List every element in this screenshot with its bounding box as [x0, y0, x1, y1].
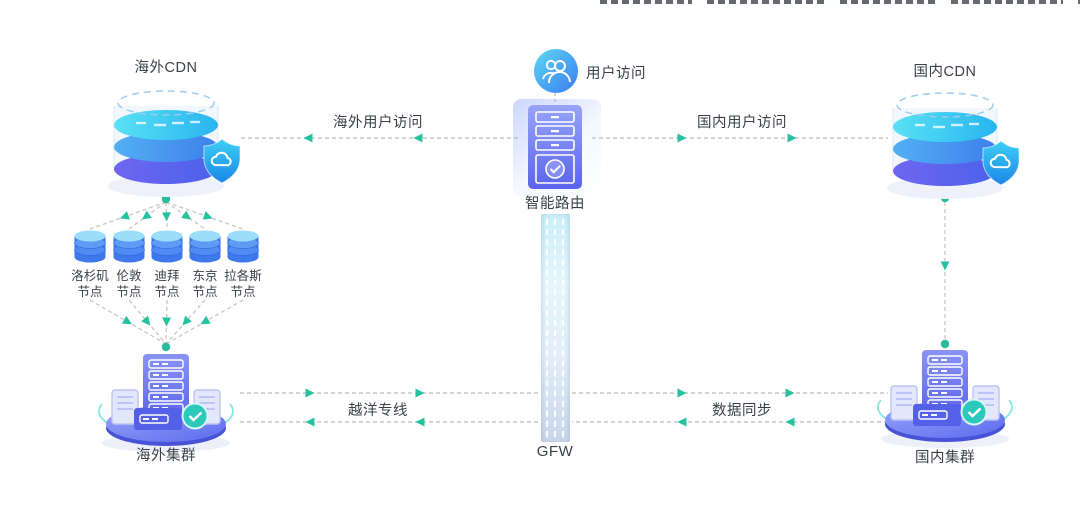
- link-data-sync-label: 数据同步: [712, 403, 772, 419]
- smart-router-label: 智能路由: [525, 196, 585, 212]
- node-city: 迪拜: [154, 269, 180, 283]
- node-city: 东京: [192, 269, 218, 283]
- overseas-cdn-label: 海外CDN: [134, 60, 198, 76]
- database-icon: [113, 230, 145, 263]
- node-type: 节点: [192, 285, 218, 300]
- node-city: 伦敦: [116, 269, 142, 283]
- domestic-cdn-stack-icon: [887, 92, 1020, 199]
- domestic-cdn-label: 国内CDN: [913, 64, 977, 80]
- domestic-cluster-icon: [877, 350, 1013, 448]
- edge-node-lagos: 拉各斯 节点: [215, 228, 271, 301]
- link-overseas-user-access-label: 海外用户访问: [333, 115, 423, 131]
- database-icon: [151, 230, 183, 263]
- edge-node-dubai: 迪拜 节点: [139, 228, 195, 301]
- domestic-cluster-label: 国内集群: [915, 450, 975, 466]
- overseas-cluster-label: 海外集群: [136, 448, 196, 464]
- cloud-icon: [210, 151, 232, 167]
- node-city: 拉各斯: [224, 269, 262, 283]
- node-city: 洛杉矶: [71, 269, 109, 283]
- badge-icon: [181, 402, 209, 430]
- edge-node-losangeles: 洛杉矶 节点: [62, 228, 118, 301]
- user-access-label: 用户访问: [586, 66, 646, 82]
- user-access-icon: [534, 49, 578, 93]
- edge-node-london: 伦敦 节点: [101, 228, 157, 301]
- gfw-wall: [541, 214, 570, 442]
- link-domestic-user-access-label: 国内用户访问: [697, 115, 787, 131]
- overseas-cluster-icon: [98, 354, 234, 452]
- link-trans-ocean-line-label: 越洋专线: [348, 403, 408, 419]
- node-type: 节点: [230, 285, 256, 300]
- database-icon: [227, 230, 259, 263]
- check-circle-icon: [545, 159, 565, 179]
- smart-router-icon: [528, 105, 582, 189]
- cloud-icon: [989, 153, 1011, 169]
- connector-nodes-to-cluster: [89, 299, 244, 345]
- database-icon: [189, 230, 221, 263]
- connector-cdn-to-nodes: [89, 201, 244, 230]
- edge-node-tokyo: 东京 节点: [177, 228, 233, 301]
- badge-icon: [960, 398, 988, 426]
- shield-icon: [203, 138, 241, 184]
- shield-icon: [982, 140, 1020, 186]
- overseas-cdn-stack-icon: [108, 90, 241, 197]
- gfw-label: GFW: [536, 443, 574, 460]
- node-type: 节点: [77, 285, 103, 300]
- database-icon: [74, 230, 106, 263]
- node-type: 节点: [116, 285, 142, 300]
- clipped-text-strip: [600, 0, 1080, 4]
- node-type: 节点: [154, 285, 180, 300]
